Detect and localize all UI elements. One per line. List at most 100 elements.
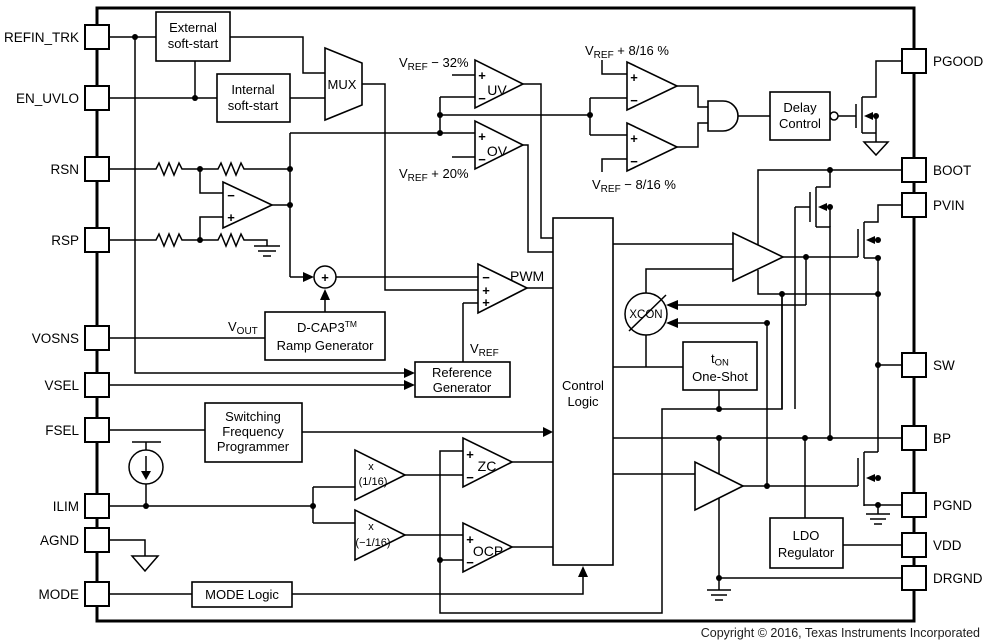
block-text: Switching xyxy=(225,409,281,424)
bootstrap-mosfet-icon xyxy=(795,170,831,438)
block-text: tON xyxy=(711,351,729,369)
block-text: Ramp Generator xyxy=(277,338,374,353)
pin-label: REFIN_TRK xyxy=(4,30,79,45)
current-source-icon xyxy=(128,449,164,485)
xcon-block: XCON xyxy=(624,292,668,336)
plus-sign: + xyxy=(466,532,474,547)
high-side-driver xyxy=(732,231,785,283)
block-text: soft-start xyxy=(168,36,219,51)
block-text: Programmer xyxy=(217,439,290,454)
minus-sign: − xyxy=(227,188,235,203)
block-text: MODE Logic xyxy=(205,587,279,602)
block-text: soft-start xyxy=(228,98,279,113)
pin-boot: BOOT xyxy=(901,157,971,183)
pin-label: AGND xyxy=(40,533,79,548)
sum-plus-sign: + xyxy=(321,270,329,285)
block-text: Generator xyxy=(433,380,492,395)
summing-node: + xyxy=(313,265,337,289)
and-gate-icon xyxy=(707,100,739,132)
block-text: Regulator xyxy=(778,545,835,560)
pin-ilim: ILIM xyxy=(53,493,110,519)
zc-label: ZC xyxy=(478,458,497,474)
plus-sign: + xyxy=(466,447,474,462)
mode-logic-block: MODE Logic xyxy=(191,581,293,608)
inverter-bubble-icon xyxy=(829,111,839,121)
arrowheads xyxy=(303,272,678,577)
plus-sign: + xyxy=(482,295,490,310)
minus-sign: − xyxy=(630,93,638,108)
pin-label: DRGND xyxy=(933,571,983,586)
chip-border xyxy=(95,6,916,623)
pin-vsel: VSEL xyxy=(44,372,110,398)
pin-label: PGND xyxy=(933,498,972,513)
uv-threshold-label: VREF − 32% xyxy=(399,55,469,73)
block-text: Logic xyxy=(567,394,599,409)
vout-label: VOUT xyxy=(228,319,258,337)
block-text: Control xyxy=(562,378,604,393)
agnd-ground-icon xyxy=(130,555,160,573)
pwm-label: PWM xyxy=(510,268,544,284)
internal-softstart-block: Internal soft-start xyxy=(216,73,291,123)
dcap3-ramp-generator-block: D-CAP3TM Ramp Generator xyxy=(264,311,386,361)
pin-label: VDD xyxy=(933,538,962,553)
plus-sign: + xyxy=(482,283,490,298)
low-side-mosfet-icon xyxy=(857,451,902,506)
pin-pgood: PGOOD xyxy=(901,48,984,74)
plus-sign: + xyxy=(630,70,638,85)
pin-fsel: FSEL xyxy=(45,417,110,443)
pgood-ground-icon xyxy=(862,133,890,157)
block-text: D-CAP3TM xyxy=(297,319,357,335)
plus-sign: + xyxy=(478,129,486,144)
remote-sense-amp: − + xyxy=(222,180,274,230)
copyright-text: Copyright © 2016, Texas Instruments Inco… xyxy=(701,626,980,640)
ov-label: OV xyxy=(487,143,508,159)
pin-pgnd: PGND xyxy=(901,492,972,518)
gain-x: x xyxy=(368,521,374,533)
xcon-label: XCON xyxy=(629,309,662,321)
pin-label: BOOT xyxy=(933,163,971,178)
pwm-comparator: − + + PWM xyxy=(477,262,544,315)
block-text: Internal xyxy=(231,82,274,97)
control-logic-block: Control Logic xyxy=(552,217,614,566)
pin-vdd: VDD xyxy=(901,532,962,558)
pgood-low-threshold-label: VREF − 8/16 % xyxy=(592,177,676,195)
pin-label: FSEL xyxy=(45,423,79,438)
pin-vosns: VOSNS xyxy=(32,325,110,351)
pin-rsp: RSP xyxy=(51,227,110,253)
block-text: Delay xyxy=(783,100,817,115)
pin-pvin: PVIN xyxy=(901,192,965,218)
plus-sign: + xyxy=(478,68,486,83)
ov-comparator: + − OV xyxy=(474,119,525,171)
pin-refin-trk: REFIN_TRK xyxy=(4,24,110,50)
wire-segments xyxy=(108,36,902,614)
minus-sign: − xyxy=(466,555,474,570)
pgood-low-comparator: + − xyxy=(626,121,679,173)
high-side-mosfet-icon xyxy=(783,204,902,259)
pin-label: PVIN xyxy=(933,198,965,213)
block-text: Frequency xyxy=(222,424,284,439)
pin-label: SW xyxy=(933,358,955,373)
pin-sw: SW xyxy=(901,352,955,378)
delay-control-block: Delay Control xyxy=(769,91,831,141)
block-text: Reference xyxy=(432,365,492,380)
ton-oneshot-block: tON One-Shot xyxy=(682,341,758,391)
pin-label: VOSNS xyxy=(32,331,79,346)
uv-label: UV xyxy=(487,82,507,98)
low-side-driver xyxy=(694,460,745,512)
gain-amp-pos: x (1/16) xyxy=(354,448,407,502)
pin-label: PGOOD xyxy=(933,54,984,69)
mux-label: MUX xyxy=(328,77,357,92)
pin-label: VSEL xyxy=(44,378,79,393)
vref-label: VREF xyxy=(470,341,499,359)
pin-bp: BP xyxy=(901,425,951,451)
ocp-label: OCP xyxy=(473,543,503,559)
minus-sign: − xyxy=(466,470,474,485)
pin-label: MODE xyxy=(39,587,80,602)
ldo-regulator-block: LDO Regulator xyxy=(769,517,844,569)
gain-x: x xyxy=(368,461,374,473)
switching-frequency-programmer-block: Switching Frequency Programmer xyxy=(204,402,303,463)
ov-threshold-label: VREF + 20% xyxy=(399,166,469,184)
pgood-high-comparator: + − xyxy=(626,60,679,112)
gain-value: (−1/16) xyxy=(355,537,390,549)
